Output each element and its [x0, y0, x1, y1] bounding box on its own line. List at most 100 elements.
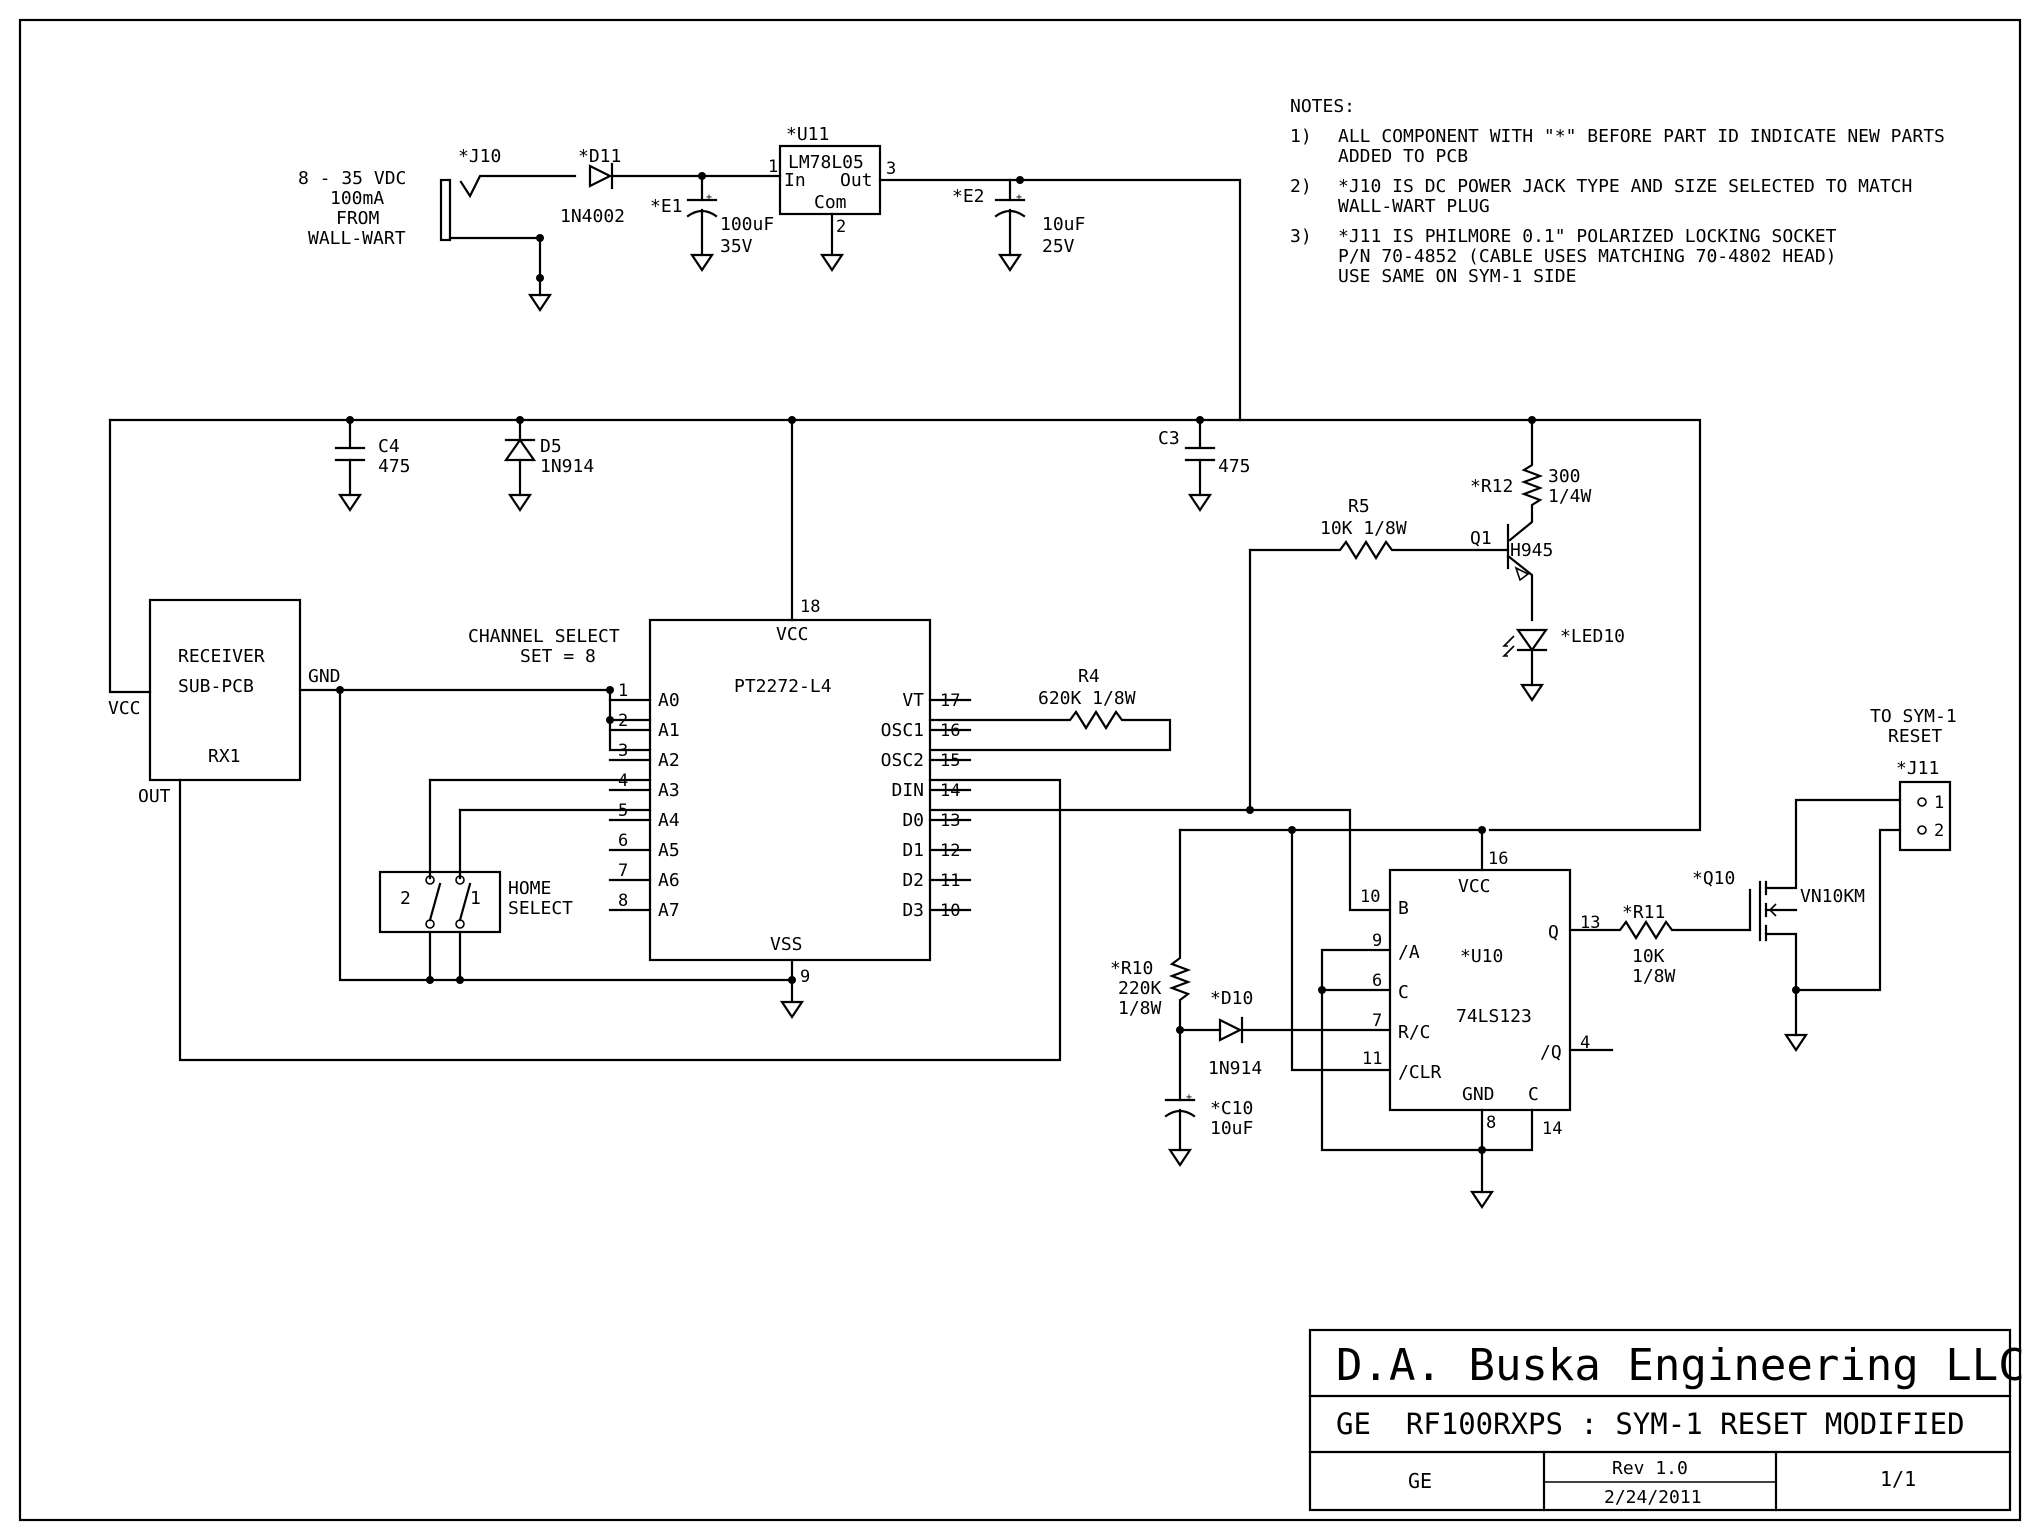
r10-value-2: 1/8W — [1118, 998, 1162, 1019]
q10-label: *Q10 — [1692, 868, 1735, 889]
pt2272-left-pin-name: A0 — [658, 690, 680, 711]
j11-pin-2: 2 — [1934, 821, 1944, 841]
dc-jack-j10: *J10 — [439, 146, 577, 312]
revision-date: 2/24/2011 — [1604, 1487, 1702, 1508]
capacitor-e1: + *E1 100uF 35V — [650, 172, 774, 272]
d11-label: *D11 — [578, 146, 621, 167]
svg-text:+: + — [706, 192, 712, 203]
to-sym1-line-2: RESET — [1888, 726, 1942, 747]
pt2272-right-pin-name: D0 — [902, 810, 924, 831]
u11-pin-3: 3 — [886, 159, 896, 179]
diode-d11: *D11 1N4002 — [560, 146, 782, 227]
power-from-label: FROM — [336, 208, 380, 229]
pt2272-right-pin-number: 10 — [940, 901, 960, 921]
r5-value: 10K 1/8W — [1320, 518, 1407, 539]
pt2272-left-pin-number: 7 — [618, 861, 628, 881]
c4-label: C4 — [378, 436, 400, 457]
svg-text:+: + — [1186, 1092, 1192, 1103]
pt2272-left-pin-name: A6 — [658, 870, 680, 891]
u10-pin-9: 9 — [1372, 931, 1382, 951]
c10-value: 10uF — [1210, 1118, 1253, 1139]
u11-com-pin: Com — [814, 192, 847, 213]
u10-q: Q — [1548, 922, 1559, 943]
note-3-number: 3) — [1290, 226, 1312, 247]
receiver-ref: RX1 — [208, 746, 241, 767]
ground-icon — [779, 1000, 805, 1019]
ground-icon — [1783, 1033, 1809, 1052]
client-name: GE — [1408, 1469, 1432, 1493]
u10-pin-7: 7 — [1372, 1011, 1382, 1031]
pt2272-left-pin-name: A5 — [658, 840, 680, 861]
pt2272-right-pin-name: DIN — [891, 780, 924, 801]
d5-value: 1N914 — [540, 456, 594, 477]
u11-label: *U11 — [786, 124, 829, 145]
u10-nq: /Q — [1540, 1042, 1562, 1063]
u10-rc: R/C — [1398, 1022, 1431, 1043]
ground-icon — [337, 493, 363, 512]
u10-pin-13: 13 — [1580, 913, 1600, 933]
pt2272-vss: VSS — [770, 934, 803, 955]
u10-ref: *U10 — [1460, 946, 1503, 967]
revision: Rev 1.0 — [1612, 1458, 1688, 1479]
pt2272-left-pin-number: 6 — [618, 831, 628, 851]
pt2272-right-pin-number: 16 — [940, 721, 960, 741]
diode-d5: D5 1N914 — [503, 418, 594, 512]
r12-value-2: 1/4W — [1548, 486, 1592, 507]
ground-icon — [1187, 493, 1213, 512]
pt2272-name: PT2272-L4 — [734, 676, 832, 697]
power-input-section: 8 - 35 VDC 100mA FROM WALL-WART *J10 *D1… — [298, 124, 1242, 422]
address-wiring: CHANNEL SELECT SET = 8 — [426, 626, 652, 984]
u10-b: B — [1398, 898, 1409, 919]
note-3-line-3: USE SAME ON SYM-1 SIDE — [1338, 266, 1576, 287]
pt2272-right-pin-number: 14 — [940, 781, 960, 801]
u10-pin-8: 8 — [1486, 1113, 1496, 1133]
ground-icon — [689, 253, 715, 272]
receiver-out-label: OUT — [138, 786, 171, 807]
pt2272-left-pin-name: A7 — [658, 900, 680, 921]
r5-label: R5 — [1348, 496, 1370, 517]
pt2272-left-pin-name: A2 — [658, 750, 680, 771]
r4-value: 620K 1/8W — [1038, 688, 1136, 709]
ground-icon — [997, 253, 1023, 272]
c3-value: 475 — [1218, 456, 1251, 477]
receiver-vcc-label: VCC — [108, 698, 141, 719]
u10-pin-4: 4 — [1580, 1033, 1590, 1053]
output-stage: *R11 10K 1/8W *Q10 VN10KM 1 2 *J11 TO SY… — [1622, 706, 1957, 1052]
pt2272-right-pin-number: 15 — [940, 751, 960, 771]
notes-title: NOTES: — [1290, 96, 1355, 117]
e2-label: *E2 — [952, 186, 985, 207]
q1-label: Q1 — [1470, 528, 1492, 549]
u11-name: LM78L05 — [788, 152, 864, 173]
u10-c: C — [1398, 982, 1409, 1003]
d0-signal-line — [928, 806, 1392, 912]
e2-value-2: 25V — [1042, 236, 1075, 257]
pt2272-right-pin-number: 13 — [940, 811, 960, 831]
r10-label: *R10 — [1110, 958, 1153, 979]
receiver-gnd-label: GND — [308, 666, 341, 687]
r10-value-1: 220K — [1118, 978, 1162, 999]
pt2272-left-pin-name: A3 — [658, 780, 680, 801]
pt2272-left-pin-number: 8 — [618, 891, 628, 911]
switch-pin-2: 2 — [400, 888, 411, 909]
u10-name: 74LS123 — [1456, 1006, 1532, 1027]
note-3-line-1: *J11 IS PHILMORE 0.1" POLARIZED LOCKING … — [1338, 226, 1837, 247]
e1-value-1: 100uF — [720, 214, 774, 235]
note-1-line-2: ADDED TO PCB — [1338, 146, 1468, 167]
receiver-line-1: RECEIVER — [178, 646, 265, 667]
pt2272-pin-9: 9 — [800, 967, 810, 987]
home-select-switch[interactable]: 2 1 HOME SELECT — [378, 870, 573, 934]
ground-icon — [1519, 683, 1545, 702]
u10-na: /A — [1398, 942, 1420, 963]
switch-pin-1: 1 — [470, 888, 481, 909]
sheet-border — [18, 18, 2022, 1522]
pt2272-right-pin-number: 12 — [940, 841, 960, 861]
ground-icon — [507, 493, 533, 512]
led10-label: *LED10 — [1560, 626, 1625, 647]
u10-pin-11: 11 — [1362, 1049, 1382, 1069]
pt2272-left-pin-number: 1 — [618, 681, 628, 701]
u11-out-pin: Out — [840, 170, 873, 191]
pt2272-right-pin-name: OSC2 — [881, 750, 924, 771]
pt2272-right-pin-number: 17 — [940, 691, 960, 711]
vcc-rail — [108, 416, 1702, 832]
